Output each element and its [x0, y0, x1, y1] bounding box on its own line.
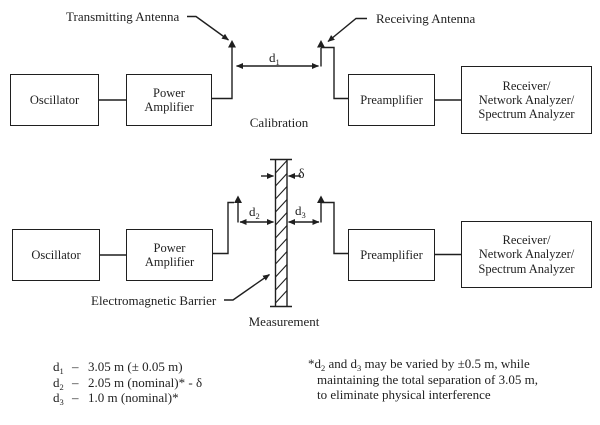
d1-dimension-label: d1	[269, 50, 280, 67]
transmitting-antenna-icon-bottom	[234, 195, 242, 203]
oscillator-box-measurement: Oscillator	[12, 229, 100, 281]
receiving-antenna-leader-arrow	[327, 17, 367, 43]
receiver-label-line1: Receiver/	[502, 233, 551, 248]
power-amplifier-box-measurement: Power Amplifier	[126, 229, 213, 281]
receiving-antenna-label: Receiving Antenna	[376, 11, 476, 26]
calibration-title: Calibration	[249, 115, 309, 130]
legend-row-d2: d2–2.05 m (nominal)* - δ	[53, 374, 203, 392]
power-amplifier-label-line1: Power	[153, 240, 186, 255]
transmitting-antenna-icon	[228, 40, 236, 48]
receiver-label-line1: Receiver/	[502, 78, 551, 93]
preamplifier-box-measurement: Preamplifier	[348, 229, 435, 281]
legend-d3-value: 1.0 m (nominal)*	[88, 390, 179, 405]
power-amplifier-box-calibration: Power Amplifier	[126, 74, 212, 126]
preamplifier-box-calibration: Preamplifier	[348, 74, 435, 126]
barrier-leader-arrow	[224, 273, 270, 301]
footnote: *d2 and d3 may be varied by ±0.5 m, whil…	[308, 356, 538, 403]
wire-rxantenna-preamp-bottom	[321, 201, 348, 255]
electromagnetic-barrier	[270, 158, 292, 308]
preamplifier-label: Preamplifier	[360, 92, 423, 107]
oscillator-label: Oscillator	[29, 92, 80, 107]
footnote-line2: maintaining the total separation of 3.05…	[317, 371, 538, 387]
legend-d1-value: 3.05 m (± 0.05 m)	[88, 359, 183, 374]
receiving-antenna-icon-bottom	[317, 195, 325, 203]
measurement-title: Measurement	[248, 314, 320, 329]
oscillator-box-calibration: Oscillator	[10, 74, 99, 126]
receiver-box-calibration: Receiver/ Network Analyzer/ Spectrum Ana…	[461, 66, 592, 134]
receiver-label-line2: Network Analyzer/	[478, 92, 575, 107]
legend-row-d1: d1–3.05 m (± 0.05 m)	[53, 359, 183, 376]
delta-label: δ	[298, 167, 305, 182]
receiver-box-measurement: Receiver/ Network Analyzer/ Spectrum Ana…	[461, 221, 592, 288]
receiver-label-line3: Spectrum Analyzer	[478, 107, 575, 122]
receiving-antenna-icon	[317, 40, 325, 48]
distance-legend: d1–3.05 m (± 0.05 m) d2–2.05 m (nominal)…	[53, 359, 202, 406]
wire-poweramp-txantenna-bottom	[213, 201, 234, 255]
preamplifier-label: Preamplifier	[360, 247, 423, 262]
wire-rxantenna-preamp-top	[321, 46, 348, 100]
footnote-line1: *d2 and d3 may be varied by ±0.5 m, whil…	[308, 356, 530, 373]
calibration-linework	[99, 15, 461, 101]
footnote-line3: to eliminate physical interference	[317, 387, 491, 402]
transmitting-antenna-label: Transmitting Antenna	[66, 9, 180, 24]
electromagnetic-barrier-label: Electromagnetic Barrier	[91, 293, 217, 308]
legend-d2-value: 2.05 m (nominal)* - δ	[88, 374, 203, 390]
legend-row-d3: d3–1.0 m (nominal)*	[53, 390, 179, 407]
oscillator-label: Oscillator	[31, 247, 81, 262]
barrier-hatching	[275, 160, 288, 304]
power-amplifier-label-line2: Amplifier	[144, 255, 195, 269]
d3-dimension-label: d3	[295, 203, 306, 220]
receiver-label-line3: Spectrum Analyzer	[478, 261, 575, 276]
transmitting-antenna-leader-arrow	[187, 15, 229, 41]
d2-dimension-label: d2	[249, 204, 260, 221]
power-amplifier-label-line2: Amplifier	[144, 100, 194, 114]
wire-poweramp-txantenna-top	[212, 47, 233, 100]
measurement-linework	[100, 158, 461, 308]
power-amplifier-label-line1: Power	[153, 85, 185, 100]
receiver-label-line2: Network Analyzer/	[478, 247, 575, 262]
